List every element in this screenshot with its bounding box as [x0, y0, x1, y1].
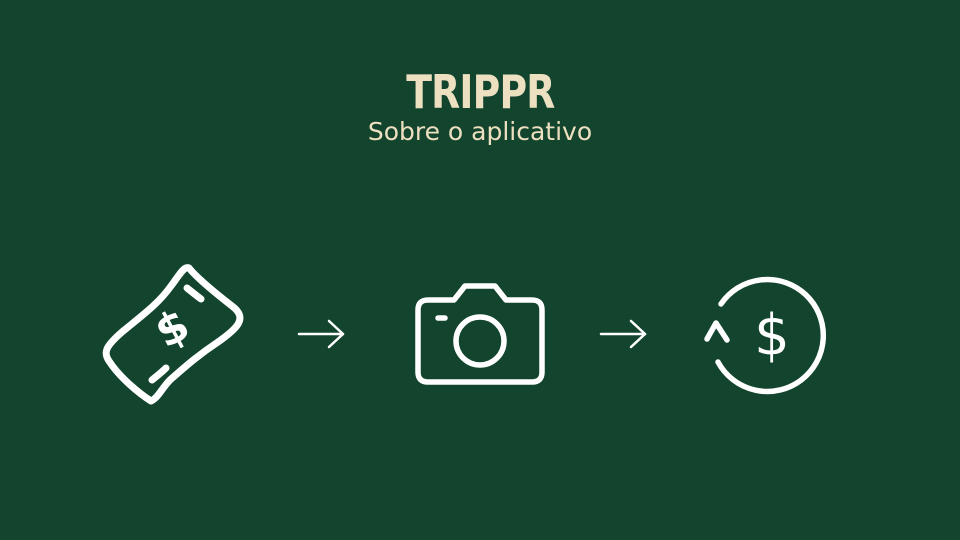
- refund-dollar-icon: $: [700, 274, 832, 396]
- money-bill-icon: $: [100, 262, 250, 406]
- header: TRIPPR Sobre o aplicativo: [0, 64, 960, 148]
- app-subtitle: Sobre o aplicativo: [367, 117, 593, 146]
- app-title: TRIPPR: [405, 65, 555, 119]
- arrow-right-icon: [598, 318, 650, 350]
- svg-text:$: $: [754, 303, 790, 368]
- arrow-right-icon: [296, 318, 348, 350]
- camera-icon: [414, 282, 546, 388]
